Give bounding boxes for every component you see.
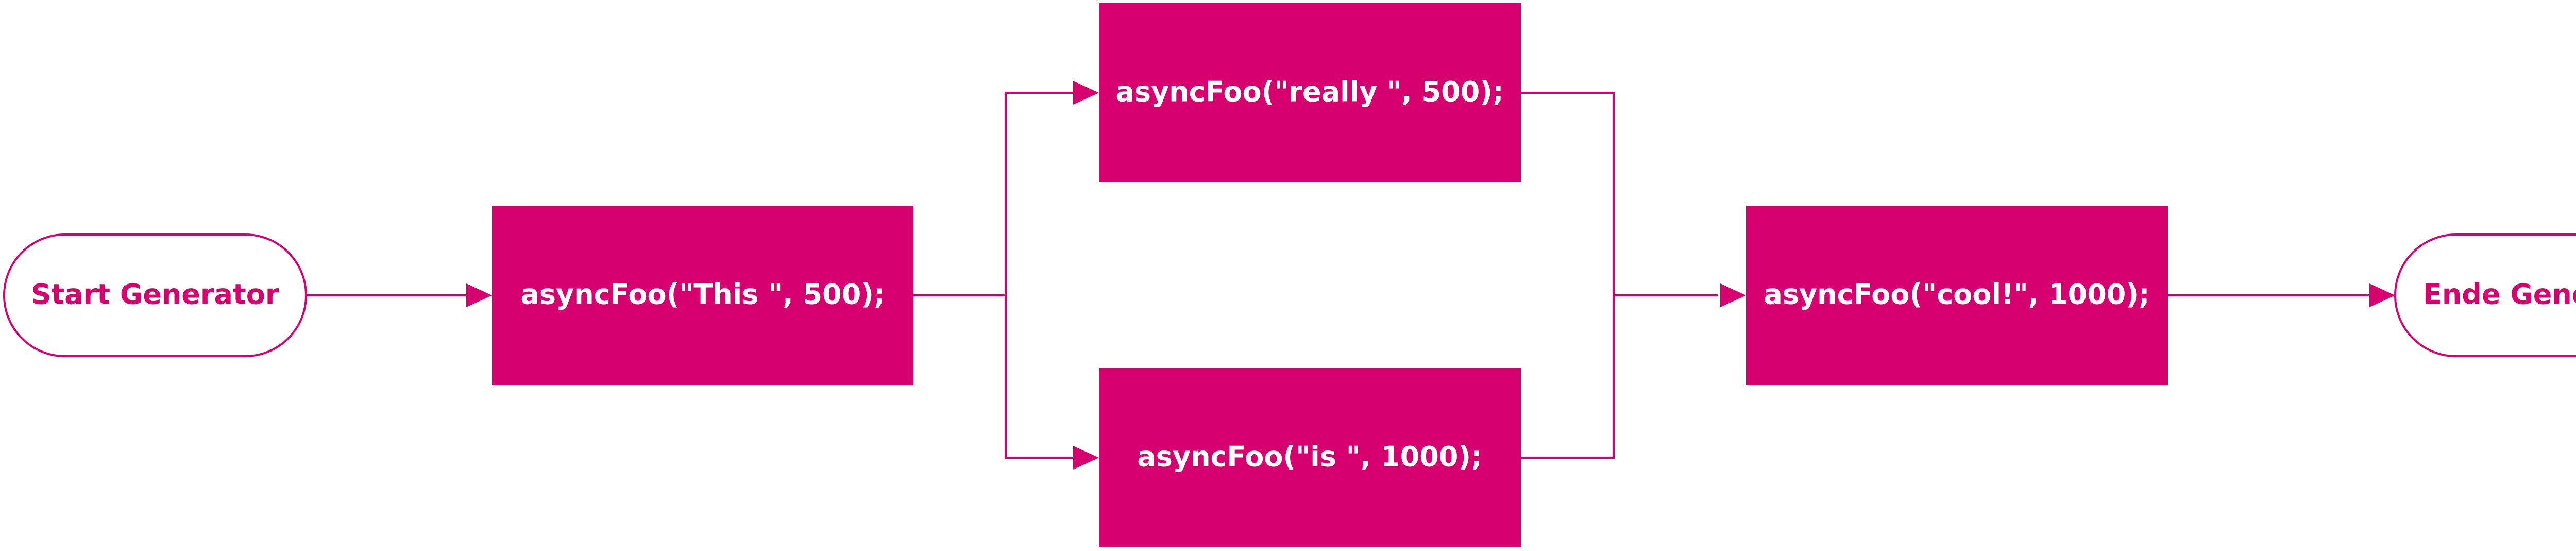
arrowhead-into-this: [466, 283, 492, 307]
step-cool-label: asyncFoo("cool!", 1000);: [1764, 278, 2149, 311]
connector-split-to-really: [1005, 92, 1076, 295]
step-this-box: [492, 206, 913, 385]
step-this-label: asyncFoo("This ", 500);: [520, 278, 885, 311]
start-terminal-label: Start Generator: [31, 278, 279, 311]
step-this-node: asyncFoo("This ", 500);: [492, 206, 913, 385]
step-really-node: asyncFoo("really ", 500);: [1099, 3, 1521, 182]
start-node: Start Generator: [3, 233, 307, 357]
connector-is-to-merge: [1521, 295, 1615, 459]
step-really-label: asyncFoo("really ", 500);: [1115, 76, 1503, 108]
arrowhead-into-end: [2369, 283, 2395, 307]
start-terminal-shape: [3, 233, 307, 357]
step-really-box: [1099, 3, 1521, 182]
step-is-node: asyncFoo("is ", 1000);: [1099, 368, 1521, 547]
step-cool-node: asyncFoo("cool!", 1000);: [1746, 206, 2168, 385]
connectors: [306, 92, 2369, 459]
step-is-box: [1099, 368, 1521, 547]
step-is-label: asyncFoo("is ", 1000);: [1137, 441, 1482, 473]
arrowheads: [466, 81, 2395, 470]
arrowhead-into-really: [1073, 81, 1099, 105]
connector-really-to-merge: [1521, 92, 1615, 295]
end-terminal-label: Ende Generator: [2423, 278, 2576, 311]
step-cool-box: [1746, 206, 2168, 385]
arrowhead-into-is: [1073, 446, 1099, 470]
end-node: Ende Generator: [2394, 233, 2576, 357]
connector-split-to-is: [1005, 295, 1076, 459]
arrowhead-into-cool: [1720, 283, 1746, 307]
end-terminal-shape: [2394, 233, 2576, 357]
